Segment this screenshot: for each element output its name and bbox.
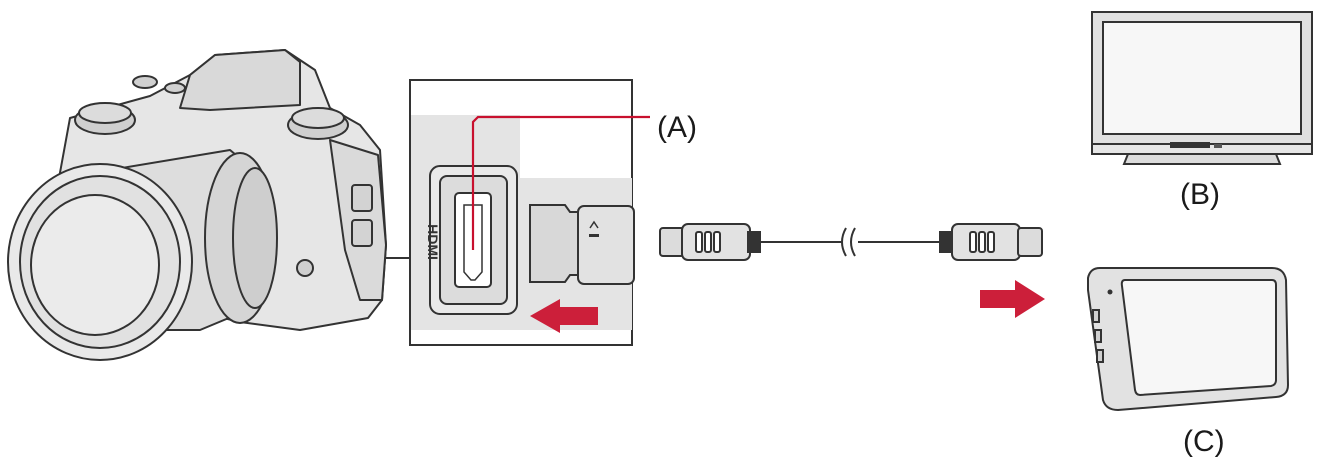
tv-illustration — [1091, 11, 1313, 165]
cable-plug-left — [659, 227, 685, 257]
camera-illustration — [7, 49, 410, 361]
hdmi-port-inset: HDMI — [409, 79, 650, 346]
output-direction-arrow — [980, 280, 1045, 318]
camera-viewfinder — [179, 49, 301, 111]
external-monitor-illustration — [1087, 267, 1290, 412]
tv-stand — [1122, 153, 1282, 165]
label-a: (A) — [657, 111, 697, 144]
label-a-leader — [471, 115, 650, 250]
label-c: (C) — [1183, 425, 1225, 458]
tv-screen — [1102, 21, 1302, 135]
hdmi-cable — [659, 223, 1043, 261]
label-b: (B) — [1180, 178, 1220, 211]
monitor-screen — [1120, 279, 1277, 397]
hdmi-port-text: HDMI — [425, 224, 441, 260]
insert-direction-arrow — [530, 299, 598, 333]
